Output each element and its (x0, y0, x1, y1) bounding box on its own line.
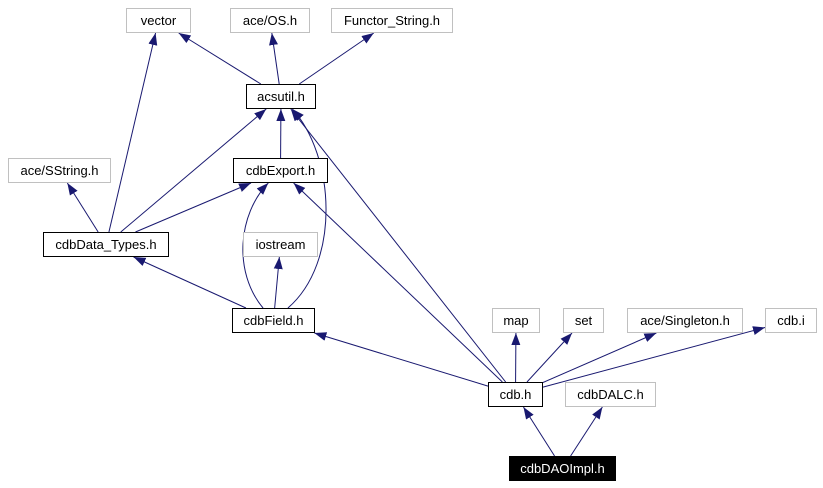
edge-cdbDAOImpl.h-to-cdbDALC.h (570, 406, 603, 457)
node-cdbdata-types-h[interactable]: cdbData_Types.h (43, 232, 169, 257)
node-cdb-i: cdb.i (765, 308, 817, 333)
node-cdbfield-h[interactable]: cdbField.h (232, 308, 315, 333)
edge-cdbData_Types.h-to-cdbExport.h (135, 182, 252, 233)
node-cdbdalc-h: cdbDALC.h (565, 382, 656, 407)
node-acsutil-h[interactable]: acsutil.h (246, 84, 316, 109)
node-functor-string-h: Functor_String.h (331, 8, 453, 33)
edge-cdb.h-to-cdb.i (542, 326, 766, 388)
edge-cdbData_Types.h-to-ace/SString.h (66, 182, 99, 233)
node-map: map (492, 308, 540, 333)
edge-cdb.h-to-ace/Singleton.h (542, 332, 657, 383)
edge-acsutil.h-to-vector (178, 32, 262, 85)
edge-cdb.h-to-cdbField.h (314, 332, 489, 387)
edge-cdbField.h-to-cdbData_Types.h (133, 256, 247, 309)
edge-cdb.h-to-cdbExport.h (293, 182, 503, 383)
edge-cdb.h-to-set (526, 332, 573, 383)
node-cdbdaoimpl-h: cdbDAOImpl.h (509, 456, 616, 481)
node-ace-os-h: ace/OS.h (230, 8, 310, 33)
node-cdb-h[interactable]: cdb.h (488, 382, 543, 407)
edge-cdbData_Types.h-to-vector (108, 32, 158, 233)
node-ace-sstring-h: ace/SString.h (8, 158, 111, 183)
node-iostream: iostream (243, 232, 318, 257)
node-ace-singleton-h: ace/Singleton.h (627, 308, 743, 333)
node-vector: vector (126, 8, 191, 33)
edge-cdbDAOImpl.h-to-cdb.h (523, 406, 555, 457)
edge-cdb.h-to-acsutil.h (290, 108, 507, 383)
node-cdbexport-h[interactable]: cdbExport.h (233, 158, 328, 183)
edge-cdbData_Types.h-to-acsutil.h (120, 108, 267, 233)
edge-acsutil.h-to-ace/OS.h (269, 32, 280, 85)
edge-acsutil.h-to-Functor_String.h (298, 32, 375, 85)
edge-cdbField.h-to-iostream (273, 256, 283, 309)
node-set: set (563, 308, 604, 333)
